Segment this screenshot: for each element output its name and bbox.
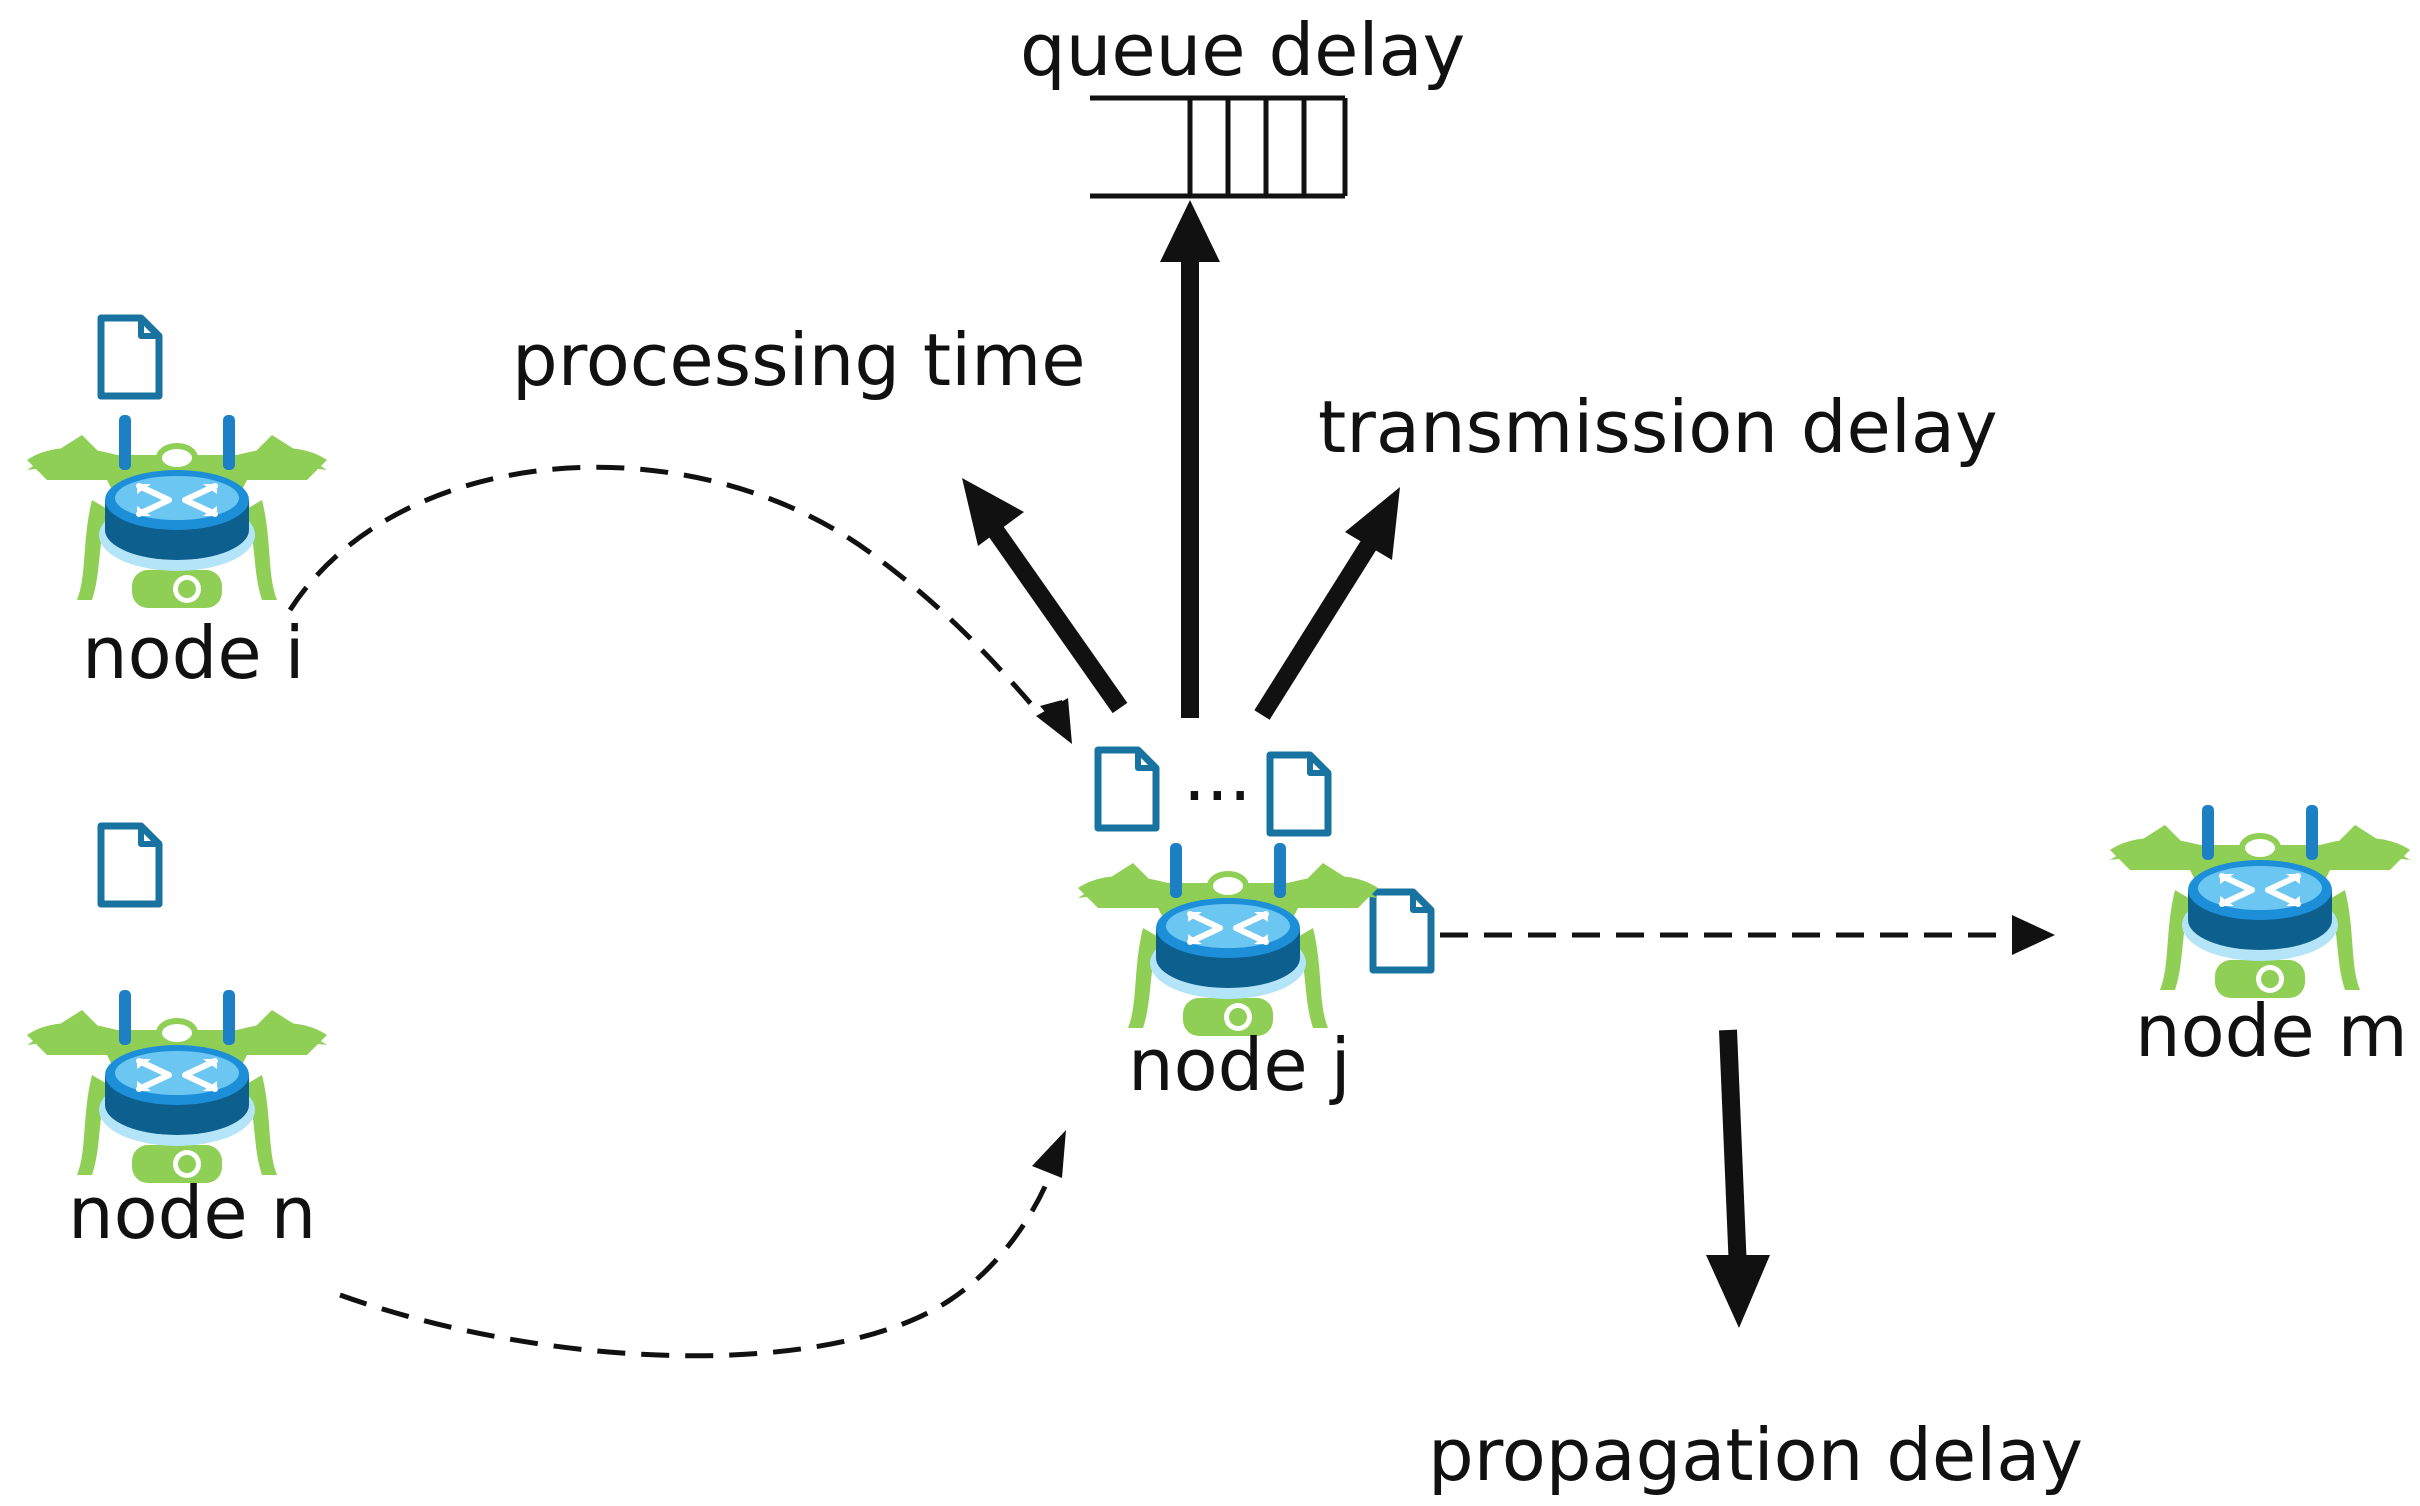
processing-arrow bbox=[962, 478, 1128, 714]
propagation-arrow bbox=[1706, 1029, 1770, 1328]
drone-router-icon bbox=[2110, 805, 2410, 998]
packet-document-icon bbox=[101, 826, 159, 904]
drone-router-icon bbox=[27, 415, 327, 608]
drone-router-icon bbox=[27, 990, 327, 1183]
node-m-label: node m bbox=[2135, 989, 2408, 1073]
node-i-label: node i bbox=[82, 611, 305, 695]
packet-document-icon bbox=[1270, 755, 1328, 833]
packet-document-icon bbox=[1098, 750, 1156, 828]
ellipsis-label: ... bbox=[1183, 733, 1252, 817]
processing-time-label: processing time bbox=[512, 318, 1086, 402]
transmission-arrow bbox=[1254, 487, 1400, 720]
queue-delay-label: queue delay bbox=[1020, 8, 1465, 92]
queue-arrow bbox=[1160, 200, 1220, 718]
dashed-arrow-j-to-m bbox=[1440, 915, 2055, 955]
transmission-delay-label: transmission delay bbox=[1318, 385, 1998, 469]
dashed-arrow-i-to-j bbox=[287, 464, 1072, 744]
packet-document-icon bbox=[101, 318, 159, 396]
queue-buffer-icon bbox=[1090, 95, 1348, 199]
node-j-label: node j bbox=[1128, 1023, 1351, 1107]
node-n-label: node n bbox=[68, 1171, 316, 1255]
dashed-arrow-n-to-j bbox=[339, 1130, 1066, 1359]
propagation-delay-label: propagation delay bbox=[1428, 1413, 2083, 1497]
packet-document-icon bbox=[1373, 892, 1431, 970]
drone-router-icon bbox=[1078, 843, 1378, 1036]
